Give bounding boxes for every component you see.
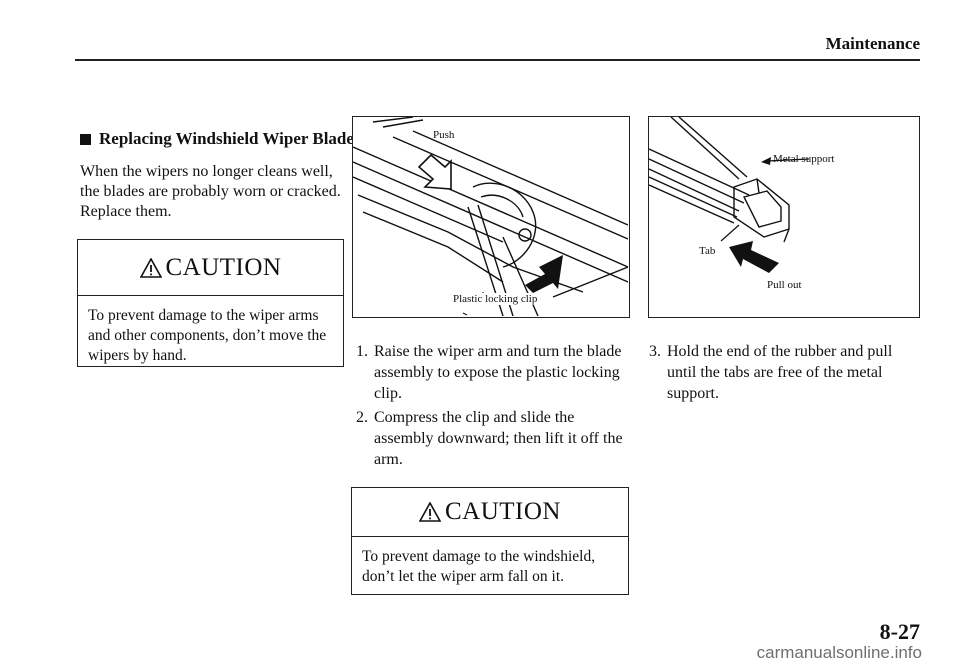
wiper-clip-illustration [353, 117, 628, 316]
caution-heading: CAUTION [165, 253, 282, 281]
step-2: 2. Compress the clip and slide the assem… [356, 407, 636, 470]
step-text: Raise the wiper arm and turn the blade a… [374, 343, 622, 402]
pull-out-arrow-icon [729, 241, 779, 273]
caution-header: CAUTION [352, 488, 628, 537]
intro-paragraph: When the wipers no longer cleans well, t… [80, 163, 341, 220]
step-text: Hold the end of the rubber and pull unti… [667, 343, 893, 402]
metal-support-label: Metal support [773, 153, 835, 165]
compress-arrow-icon [525, 255, 563, 293]
step-1: 1. Raise the wiper arm and turn the blad… [356, 341, 636, 404]
warning-triangle-icon [419, 502, 441, 522]
step-number: 3. [649, 343, 661, 360]
section-heading-text: Replacing Windshield Wiper Blades [99, 129, 361, 148]
push-label: Push [433, 129, 455, 141]
figure-blade-pull: Metal support Tab Pull out [648, 116, 920, 318]
pull-out-label: Pull out [767, 279, 802, 291]
warning-triangle-icon [139, 257, 162, 278]
page-number: 8-27 [879, 619, 920, 644]
caution-heading: CAUTION [445, 498, 561, 525]
tab-label: Tab [699, 245, 716, 257]
blade-pull-illustration [649, 117, 810, 273]
metal-support-arrow-icon [761, 157, 810, 165]
step-3: 3. Hold the end of the rubber and pull u… [649, 341, 921, 404]
page-header-title: Maintenance [825, 34, 920, 53]
header-rule [75, 59, 920, 61]
watermark-text: carmanualsonline.info [756, 643, 922, 662]
step-number: 2. [356, 409, 368, 426]
caution-box-windshield: CAUTION To prevent damage to the windshi… [351, 487, 629, 595]
step-number: 1. [356, 343, 368, 360]
step-text: Compress the clip and slide the assembly… [374, 409, 623, 468]
square-bullet-icon [80, 133, 91, 145]
caution-text: To prevent damage to the windshield, don… [362, 548, 596, 585]
caution-text: To prevent damage to the wiper arms and … [88, 307, 327, 364]
push-arrow-icon [417, 153, 452, 190]
plastic-locking-clip-label: Plastic locking clip [453, 293, 538, 305]
figure-wiper-clip: Push Plastic locking clip [352, 116, 630, 318]
caution-box-wiper-arms: CAUTION To prevent damage to the wiper a… [77, 239, 344, 367]
section-heading: Replacing Windshield Wiper Blades [80, 129, 361, 149]
caution-header: CAUTION [78, 240, 343, 296]
